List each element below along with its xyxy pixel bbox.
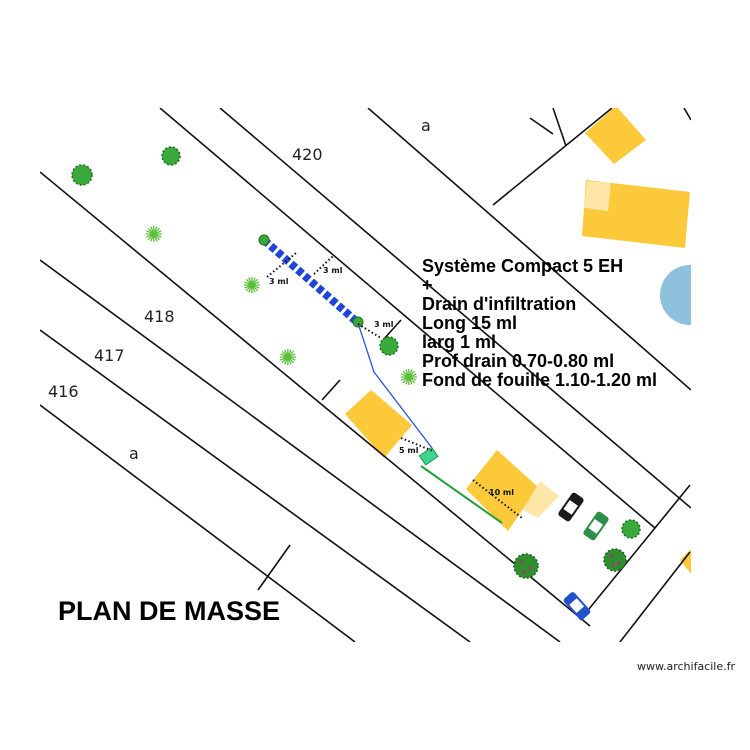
car-black-icon: [558, 492, 584, 522]
spec-length: Long 15 ml: [422, 313, 518, 333]
dimension-lines: [266, 252, 523, 519]
tree-icon: [379, 336, 399, 356]
parcel-label-416: 416: [48, 382, 79, 401]
plan-title: PLAN DE MASSE: [58, 596, 281, 626]
compact-tank: [418, 446, 439, 466]
drain-end-node: [352, 316, 364, 328]
parcel-labels: 420 418 417 416 a a: [48, 116, 431, 463]
fruit-tree-icon: [603, 548, 627, 572]
dimension-label: 5 ml: [399, 446, 419, 455]
dimension-label: 3 ml: [269, 277, 289, 286]
building-garage-annex: [523, 481, 559, 518]
pool: [660, 265, 691, 325]
spec-depth: Prof drain 0.70-0.80 ml: [422, 351, 615, 371]
vegetation: ✺ ✺ ✺ ✺: [71, 146, 641, 579]
car-blue-icon: [563, 592, 591, 620]
watermark[interactable]: www.archifacile.fr: [637, 660, 736, 673]
system-specifications: Système Compact 5 EH + Drain d'infiltrat…: [422, 257, 657, 390]
spec-drain: Drain d'infiltration: [422, 294, 577, 314]
map-area: ✺ ✺ ✺ ✺: [40, 108, 691, 642]
tree-icon: [621, 519, 641, 539]
spec-plus: +: [422, 275, 433, 295]
shrub-icon: ✺: [400, 366, 418, 391]
spec-trench-bottom: Fond de fouille 1.10-1.20 ml: [422, 370, 658, 390]
parcel-label-417: 417: [94, 346, 125, 365]
building-house: [345, 390, 412, 458]
dimension-label: 10 ml: [489, 488, 514, 497]
fruit-tree-icon: [513, 553, 539, 579]
vehicles: [558, 492, 609, 620]
building-right-annex: [584, 181, 611, 211]
parcel-label-420: 420: [292, 145, 323, 164]
tree-icon: [71, 164, 93, 186]
drain-end-node: [258, 234, 270, 246]
car-green-icon: [583, 511, 609, 541]
parcel-lines: [40, 108, 691, 642]
tree-icon: [161, 146, 181, 166]
buildings: [345, 108, 691, 574]
dimension-label: 3 ml: [374, 320, 394, 329]
shrub-icon: ✺: [279, 346, 297, 371]
shrub-icon: ✺: [145, 223, 163, 248]
connection-pipe: [357, 322, 433, 449]
parcel-label-a-top: a: [421, 116, 431, 135]
dimension-labels: 3 ml 3 ml 3 ml 5 ml 10 ml: [269, 266, 514, 497]
outlet-pipe: [420, 465, 503, 524]
spec-width: larg 1 ml: [422, 332, 497, 352]
shrub-icon: ✺: [243, 274, 261, 299]
dimension-label: 3 ml: [323, 266, 343, 275]
infiltration-drain: [258, 234, 364, 328]
parcel-label-a-left: a: [129, 444, 139, 463]
building-top: [585, 108, 646, 164]
building-garage: [466, 450, 538, 531]
parcel-label-418: 418: [144, 307, 175, 326]
spec-system: Système Compact 5 EH: [422, 256, 624, 276]
